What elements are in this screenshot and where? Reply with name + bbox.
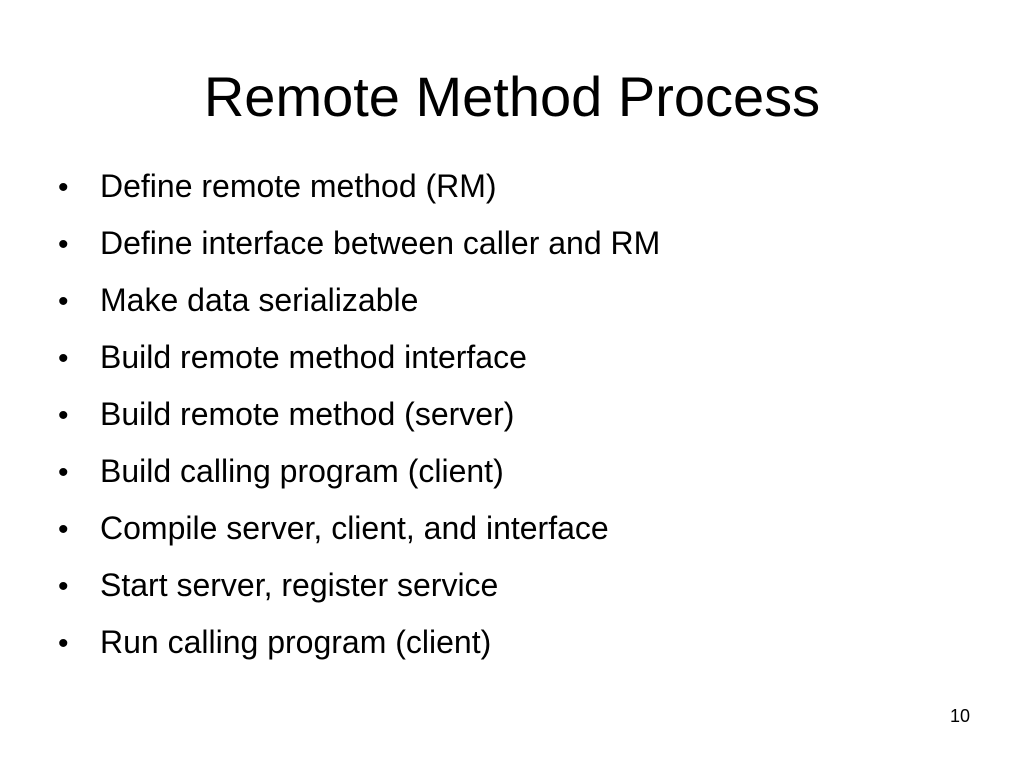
bullet-item: • Build remote method interface: [58, 331, 978, 388]
bullet-item: • Define remote method (RM): [58, 160, 978, 217]
bullet-item: • Compile server, client, and interface: [58, 502, 978, 559]
bullet-dot-icon: •: [58, 342, 69, 375]
bullet-dot-icon: •: [58, 456, 69, 489]
bullet-item: • Make data serializable: [58, 274, 978, 331]
bullet-item: • Define interface between caller and RM: [58, 217, 978, 274]
page-number: 10: [949, 706, 970, 726]
bullet-dot-icon: •: [58, 228, 69, 261]
bullet-text: Compile server, client, and interface: [100, 510, 609, 546]
bullet-dot-icon: •: [58, 399, 69, 432]
bullet-text: Define interface between caller and RM: [100, 225, 661, 261]
bullet-text: Make data serializable: [100, 282, 419, 318]
bullet-dot-icon: •: [58, 513, 69, 546]
bullet-text: Run calling program (client): [100, 624, 492, 660]
bullet-dot-icon: •: [58, 171, 69, 204]
bullet-text: Define remote method (RM): [100, 168, 497, 204]
bullet-list: • Define remote method (RM) • Define int…: [58, 160, 978, 673]
bullet-item: • Build calling program (client): [58, 445, 978, 502]
slide-title: Remote Method Process: [203, 65, 821, 128]
bullet-item: • Build remote method (server): [58, 388, 978, 445]
bullet-dot-icon: •: [58, 285, 69, 318]
bullet-item: • Start server, register service: [58, 559, 978, 616]
bullet-text: Build remote method interface: [100, 339, 527, 375]
bullet-text: Start server, register service: [100, 567, 499, 603]
bullet-dot-icon: •: [58, 570, 69, 603]
bullet-text: Build calling program (client): [100, 453, 504, 489]
bullet-text: Build remote method (server): [100, 396, 515, 432]
bullet-dot-icon: •: [58, 627, 69, 660]
bullet-item: • Run calling program (client): [58, 616, 978, 673]
